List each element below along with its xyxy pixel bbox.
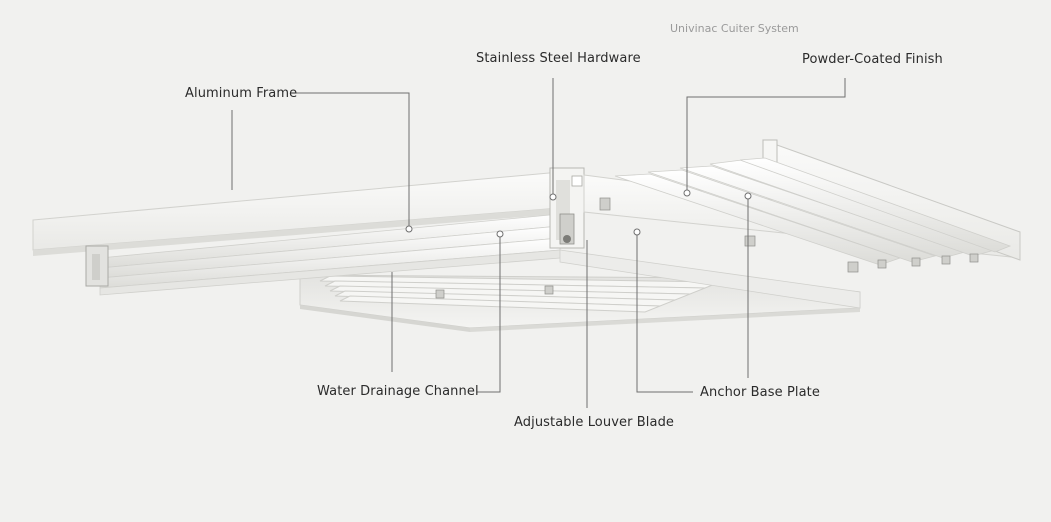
powder-coated-blades — [614, 157, 1012, 266]
diagram-subtitle: Univinac Cuiter System — [670, 22, 799, 35]
leader-anchor-dots — [405, 189, 752, 238]
label-anchor-base-plate: Anchor Base Plate — [700, 385, 820, 400]
leader-lines — [231, 78, 846, 408]
label-powder-coated-finish: Powder-Coated Finish — [802, 52, 943, 67]
stainless-steel-hardware-shape — [549, 167, 585, 249]
aluminum-frame-shape — [32, 171, 585, 296]
label-stainless-steel-hardware: Stainless Steel Hardware — [476, 51, 641, 66]
blade-end-brackets — [435, 197, 979, 299]
label-aluminum-frame: Aluminum Frame — [185, 86, 298, 101]
label-adjustable-louver-blade: Adjustable Louver Blade — [514, 415, 675, 430]
label-water-drainage-channel: Water Drainage Channel — [317, 384, 479, 399]
